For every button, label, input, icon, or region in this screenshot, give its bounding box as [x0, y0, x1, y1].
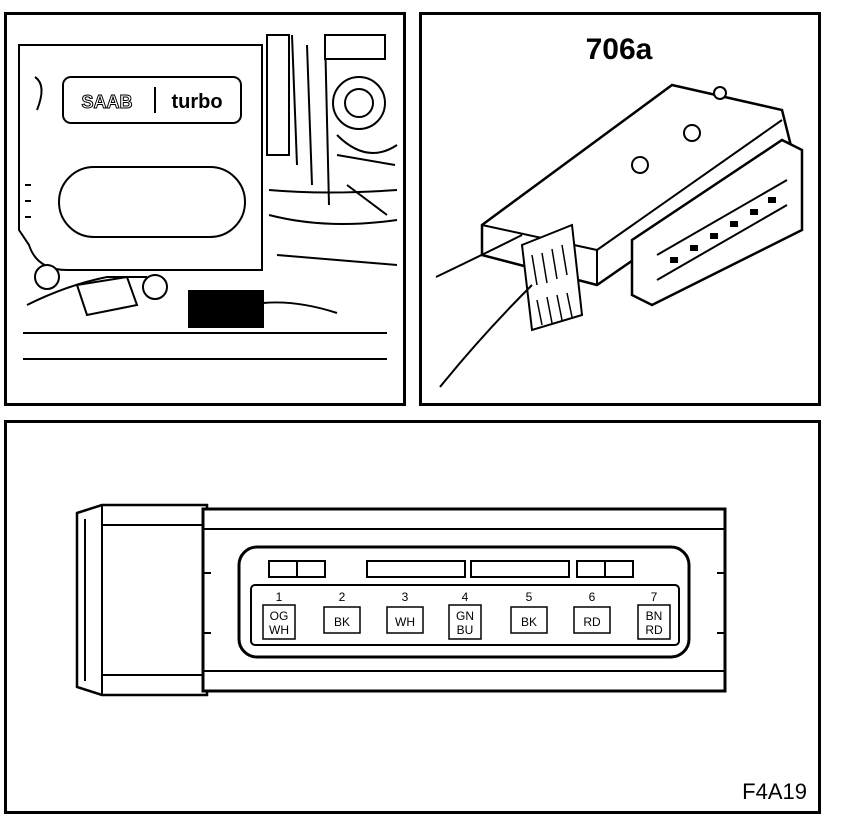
pin-7: 7 BN RD: [637, 590, 671, 640]
pin-number: 7: [651, 590, 658, 604]
part-label: 706a: [586, 33, 653, 66]
pin-number: 2: [339, 590, 346, 604]
pin-number: 3: [402, 590, 409, 604]
badge-model-text: turbo: [171, 91, 222, 113]
pin-4: 4 GN BU: [448, 590, 482, 640]
pin-5: 5 BK: [510, 590, 548, 634]
pin-3: 3 WH: [386, 590, 424, 634]
badge-brand-text: SAAB: [81, 92, 132, 112]
pin-number: 1: [276, 590, 283, 604]
pin-color-code: WH: [395, 615, 415, 629]
pin-1: 1 OG WH: [262, 590, 296, 640]
pin-color-code-2: RD: [645, 623, 663, 637]
connector-illustration: 706a: [435, 33, 804, 388]
pin-color-code: RD: [583, 615, 601, 629]
connector-706a-location: [188, 290, 264, 328]
pin-color-code: OG: [270, 609, 289, 623]
engine-bay-illustration: SAAB turbo: [18, 34, 398, 360]
pinout-diagram: 1 OG WH 2 BK 3 WH 4 GN BU 5 BK 6: [75, 503, 807, 804]
connector-photo-panel: 706a: [419, 12, 821, 406]
pin-number: 4: [462, 590, 469, 604]
engine-bay-panel: SAAB turbo: [4, 12, 406, 406]
pin-6: 6 RD: [573, 590, 611, 634]
pin-color-code: GN: [456, 609, 474, 623]
pin-color-code: BK: [521, 615, 537, 629]
pin-color-code-2: WH: [269, 623, 289, 637]
pin-color-code-2: BU: [457, 623, 474, 637]
pin-color-code: BK: [334, 615, 350, 629]
pin-number: 5: [526, 590, 533, 604]
pin-2: 2 BK: [323, 590, 361, 634]
pin-number: 6: [589, 590, 596, 604]
figure-id: F4A19: [742, 779, 807, 804]
pin-color-code: BN: [646, 609, 663, 623]
badge-plate: [62, 76, 242, 124]
pinout-panel: 1 OG WH 2 BK 3 WH 4 GN BU 5 BK 6: [4, 420, 821, 814]
